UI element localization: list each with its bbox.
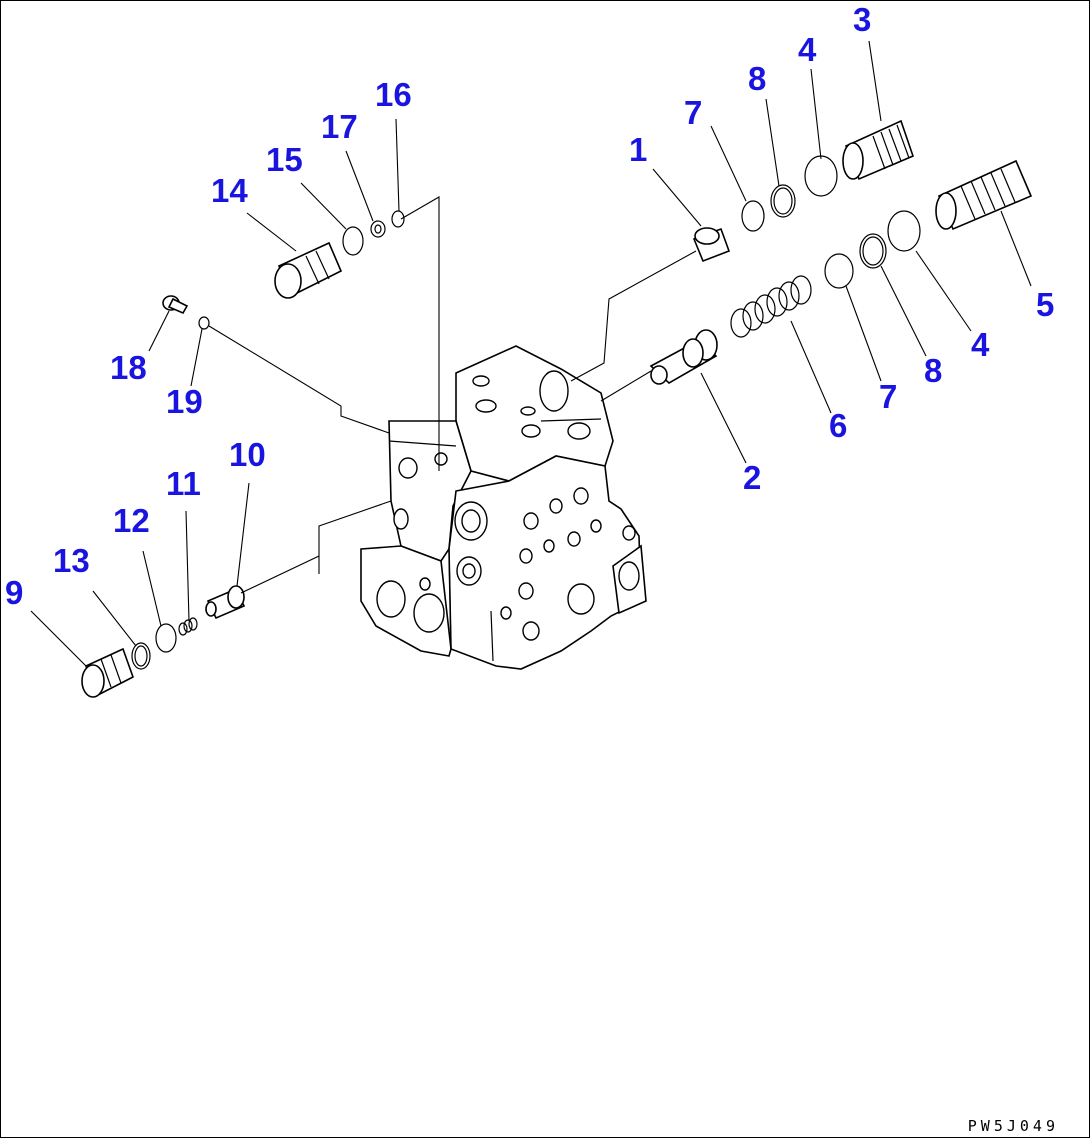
callout-11: 11 (166, 465, 201, 502)
part-14-plug (274, 241, 343, 299)
callout-4-upper: 4 (798, 31, 817, 68)
part-2-valve-spool (649, 329, 718, 385)
callout-9: 9 (5, 574, 23, 611)
part-11-spring (178, 617, 198, 636)
part-13-backup-ring (131, 642, 151, 670)
leader-lines (30, 40, 1032, 667)
callout-18: 18 (110, 349, 147, 386)
drawing-code: PW5J049 (967, 1117, 1059, 1135)
callout-6: 6 (829, 407, 847, 444)
part-4-o-ring-upper (804, 155, 838, 197)
callout-8-lower: 8 (924, 352, 942, 389)
callout-3: 3 (853, 1, 871, 38)
part-10-poppet (205, 585, 246, 620)
callout-17: 17 (321, 108, 358, 145)
callout-4-lower: 4 (971, 326, 990, 363)
callout-1: 1 (629, 131, 647, 168)
callout-10: 10 (229, 436, 266, 473)
part-16-o-ring (391, 210, 405, 228)
part-12-o-ring (155, 623, 177, 653)
callout-12: 12 (113, 502, 150, 539)
callout-labels: 1 2 3 4 5 6 7 8 9 10 11 12 13 14 15 16 1… (5, 1, 1054, 611)
part-17-washer (370, 220, 386, 238)
valve-body (360, 345, 647, 670)
part-4-o-ring-lower (887, 210, 921, 252)
part-18-screw (162, 295, 189, 315)
part-8-backup-ring-lower (859, 233, 887, 269)
part-19-o-ring (198, 316, 210, 330)
callout-16: 16 (375, 76, 412, 113)
callout-8-upper: 8 (748, 60, 766, 97)
part-3-plug (842, 119, 914, 181)
callout-14: 14 (211, 172, 248, 209)
callout-15: 15 (266, 141, 303, 178)
part-6-spring (730, 275, 812, 338)
part-7-o-ring-upper (741, 200, 765, 232)
part-5-plug (935, 159, 1033, 231)
part-7-o-ring-lower (824, 253, 854, 289)
part-15-o-ring (342, 226, 364, 256)
part-9-plug (81, 647, 134, 698)
part-8-backup-ring-upper (770, 184, 796, 218)
part-1-plug (692, 227, 731, 263)
callout-7-upper: 7 (684, 94, 702, 131)
callout-2: 2 (743, 459, 761, 496)
callout-19: 19 (166, 383, 203, 420)
callout-7-lower: 7 (879, 378, 897, 415)
callout-5: 5 (1036, 286, 1054, 323)
assembly-lines (208, 196, 697, 594)
callout-13: 13 (53, 542, 90, 579)
